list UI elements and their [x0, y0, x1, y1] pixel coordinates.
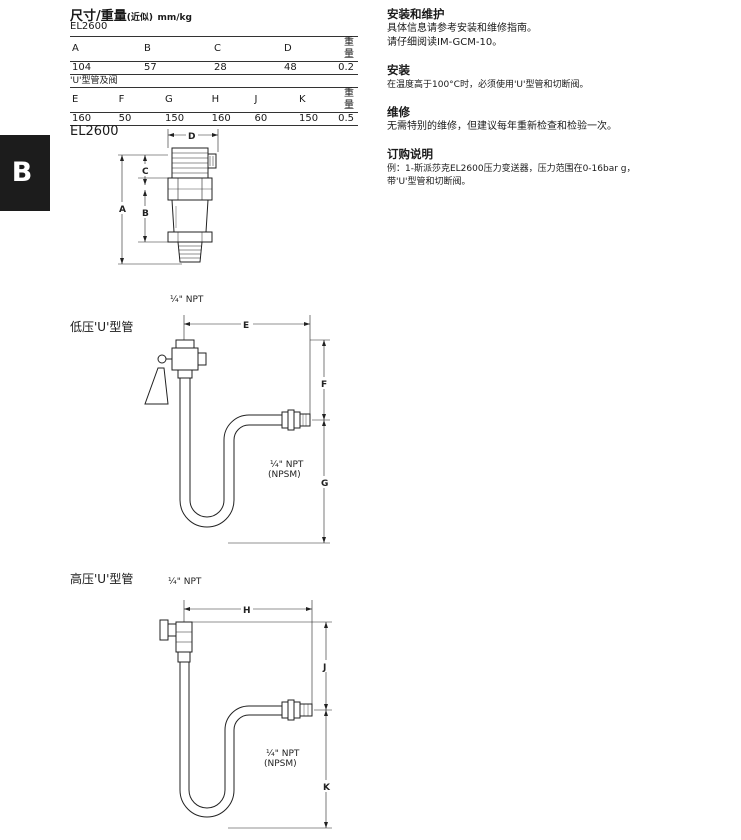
table-cell: 57 — [142, 61, 212, 75]
npt-label-top: ¼" NPT — [168, 577, 202, 587]
table-cell: 104 — [70, 61, 142, 75]
npt-label-side: ¼" NPT — [266, 749, 300, 759]
dimension-label-g: G — [321, 479, 328, 489]
valve-table-label: 'U'型管及阀 — [70, 76, 118, 86]
table-header-cell: A — [70, 36, 142, 62]
low-pressure-labels: ¼" NPT ¼" NPT (NPSM) E F G — [170, 295, 328, 489]
table-cell: 60 — [252, 112, 297, 126]
u-tube-dimension-table: E F G H J K 重量 160 50 150 160 60 150 0.5 — [70, 87, 358, 126]
model-label: EL2600 — [70, 21, 108, 32]
table-cell: 0.2 — [334, 61, 358, 75]
dimension-label-b: B — [142, 209, 149, 219]
table-cell: 160 — [209, 112, 253, 126]
el2600-transmitter-drawing — [117, 129, 219, 265]
table-header-cell: G — [163, 87, 210, 113]
npsm-label: (NPSM) — [264, 759, 297, 769]
section-tab-letter: B — [11, 157, 33, 188]
el2600-diagram-title: EL2600 — [70, 124, 119, 139]
table-cell: 0.5 — [336, 112, 358, 126]
npsm-label: (NPSM) — [268, 470, 301, 480]
dimension-label-h: H — [243, 606, 251, 616]
npt-label-side: ¼" NPT — [270, 460, 304, 470]
table-header-row: E F G H J K 重量 — [70, 87, 358, 113]
dimensions-heading-title: 尺寸/重量 — [70, 9, 127, 24]
table-row: 160 50 150 160 60 150 0.5 — [70, 112, 358, 126]
installation-heading: 安装 — [387, 63, 410, 77]
el2600-dimension-labels: D A C B — [119, 132, 195, 219]
table-header-cell: H — [209, 87, 253, 113]
maintenance-text: 无需特别的维修，但建议每年重新检查和检验一次。 — [387, 121, 617, 132]
el2600-dimension-table: A B C D 重量 104 57 28 48 0.2 — [70, 36, 358, 75]
dimensions-heading-note: (近似) — [126, 13, 153, 23]
table-header-cell: B — [142, 36, 212, 62]
table-header-cell: 重量 — [334, 36, 358, 62]
dimension-label-a: A — [119, 205, 126, 215]
ordering-line-1: 例：1-斯派莎克EL2600压力变送器，压力范围在0-16bar g， — [387, 164, 636, 174]
section-tab: B — [0, 135, 50, 211]
table-cell: 28 — [212, 61, 282, 75]
table-header-row: A B C D 重量 — [70, 36, 358, 62]
table-cell: 150 — [163, 112, 210, 126]
npt-label-top: ¼" NPT — [170, 295, 204, 305]
high-pressure-labels: ¼" NPT ¼" NPT (NPSM) H J K — [168, 577, 331, 793]
maintenance-heading: 维修 — [387, 105, 410, 119]
table-cell: 50 — [116, 112, 163, 126]
low-pressure-diagram-title: 低压'U'型管 — [70, 320, 134, 334]
installation-maintenance-line-1: 具体信息请参考安装和维修指南。 — [387, 23, 537, 34]
low-pressure-u-tube-drawing — [144, 315, 330, 544]
dimension-label-e: E — [243, 321, 249, 331]
high-pressure-u-tube-drawing — [159, 600, 332, 829]
table-cell: 48 — [282, 61, 334, 75]
ordering-heading: 订购说明 — [387, 147, 433, 161]
dimension-label-d: D — [188, 132, 195, 142]
dimension-label-c: C — [142, 167, 149, 177]
table-header-cell: C — [212, 36, 282, 62]
dimension-label-k: K — [323, 783, 331, 793]
high-pressure-diagram-title: 高压'U'型管 — [70, 572, 134, 586]
dimension-label-f: F — [321, 380, 327, 390]
table-header-cell: E — [70, 87, 117, 113]
ordering-line-2: 带'U'型管和切断阀。 — [387, 177, 471, 187]
installation-maintenance-heading: 安装和维护 — [387, 7, 445, 21]
installation-text: 在温度高于100°C时，必须使用'U'型管和切断阀。 — [387, 80, 589, 90]
table-row: 104 57 28 48 0.2 — [70, 61, 358, 75]
table-header-cell: K — [296, 87, 337, 113]
table-header-cell: F — [116, 87, 163, 113]
dimension-label-j: J — [322, 663, 326, 673]
table-cell: 150 — [296, 112, 337, 126]
table-header-cell: J — [252, 87, 297, 113]
dimensions-heading: 尺寸/重量(近似) mm/kg — [70, 5, 192, 24]
dimensions-heading-unit: mm/kg — [157, 13, 192, 23]
installation-maintenance-line-2: 请仔细阅读IM-GCM-10。 — [387, 37, 503, 48]
table-header-cell: D — [282, 36, 334, 62]
table-header-cell: 重量 — [336, 87, 358, 113]
table-cell: 160 — [70, 112, 117, 126]
